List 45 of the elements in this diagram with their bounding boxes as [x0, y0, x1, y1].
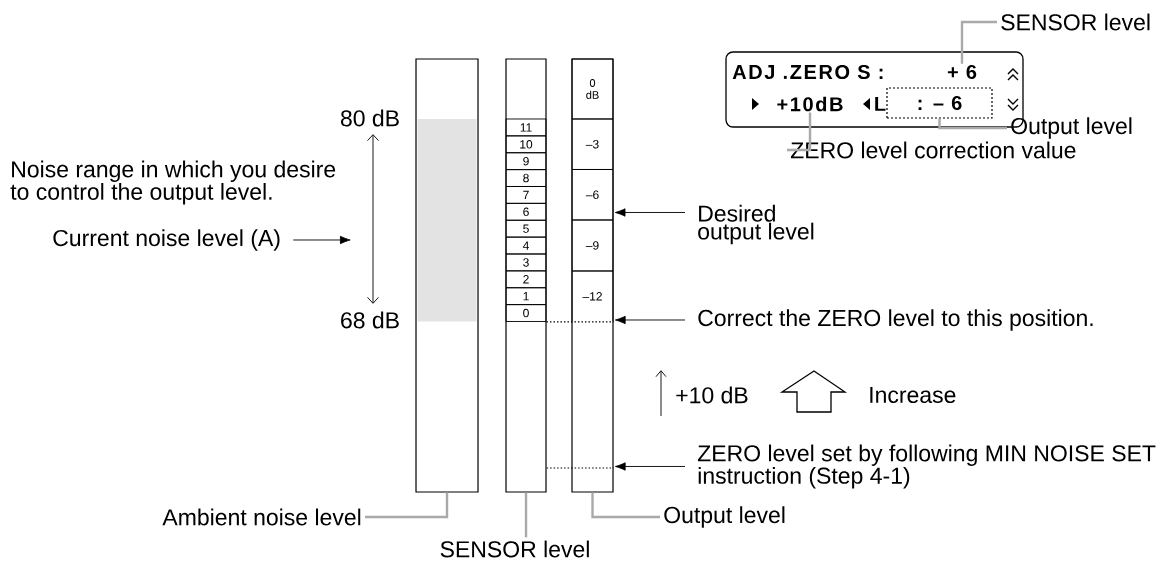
leader-line	[960, 20, 997, 64]
scale-cell: 10	[505, 135, 547, 154]
scale-cell: –3	[571, 118, 614, 170]
annotation-text: Ambient noise level	[162, 508, 361, 526]
scale-cell: 8	[505, 169, 547, 187]
scale-cell: 4	[505, 236, 547, 255]
scale-cell: –12	[571, 270, 614, 322]
arrow	[615, 462, 686, 471]
scale-cell: 11	[505, 118, 547, 137]
leader-line	[938, 118, 1007, 130]
dotted-line	[545, 321, 615, 323]
display-value: +10dB	[777, 96, 843, 112]
annotation-text: +10 dB	[676, 386, 748, 404]
leader-line	[524, 492, 528, 538]
scale-cell: 0 dB	[571, 58, 614, 120]
dotted-line	[546, 467, 615, 469]
scale-cell: 1	[505, 287, 547, 306]
scale-cell: 7	[505, 186, 547, 204]
annotation-text: Desired output level	[698, 204, 814, 245]
scale-cell: 5	[505, 219, 547, 238]
leader-line	[787, 112, 812, 152]
annotation-text: Increase	[870, 386, 956, 403]
annotation-text: SENSOR level	[440, 540, 589, 558]
annotation-text: Output level	[664, 506, 785, 528]
scale-cell: 0	[505, 304, 547, 322]
level-bar	[415, 58, 479, 493]
arrow	[292, 235, 351, 245]
arrow	[615, 315, 686, 325]
dotted-box: : – 6	[886, 87, 993, 119]
display-value: + 6	[947, 64, 977, 80]
level-bar	[505, 58, 547, 493]
scale-cell: 2	[505, 270, 547, 289]
annotation-text: SENSOR level	[1001, 13, 1150, 31]
leader-line	[591, 492, 660, 519]
annotation-text: Correct the ZERO level to this position.	[698, 309, 1093, 331]
annotation-text: Current noise level (A)	[53, 229, 280, 251]
scale-cell: –9	[571, 219, 614, 272]
scale-cell: 3	[505, 253, 547, 272]
annotation-text: ZERO level set by following MIN NOISE SET instruction (Step 4-1)	[697, 444, 1156, 489]
leader-line	[365, 492, 449, 519]
annotation-text: Noise range in which you desire to control the output level.	[10, 160, 336, 205]
scale-cell: –6	[571, 169, 614, 221]
scale-cell: 9	[505, 152, 547, 171]
scale-cell: 6	[505, 202, 547, 221]
arrow	[614, 208, 686, 217]
